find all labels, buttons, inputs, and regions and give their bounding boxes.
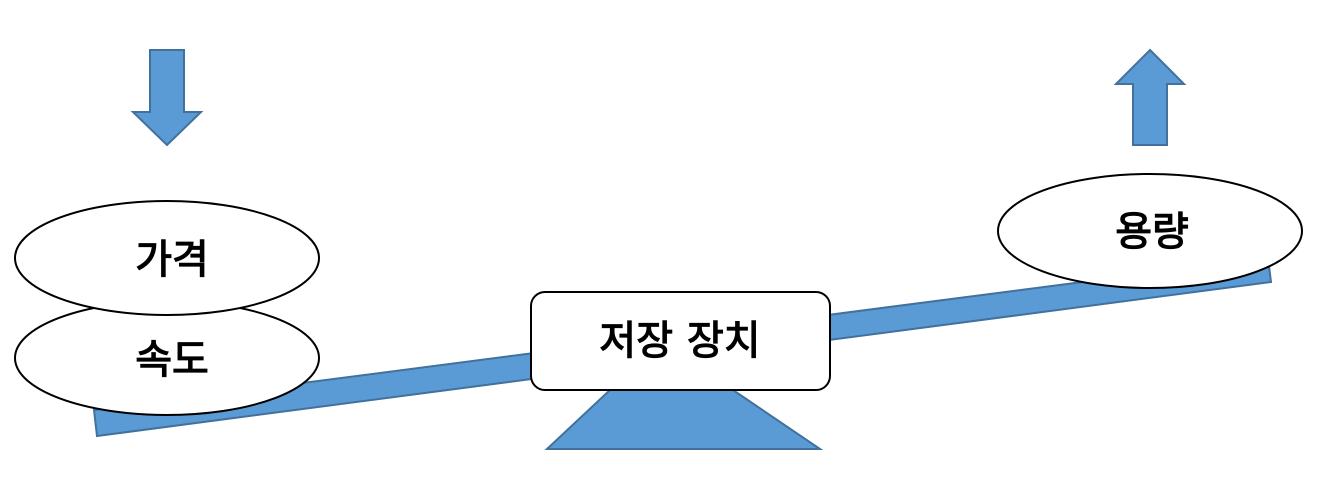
price-oval: [14, 200, 320, 316]
up-arrow-icon: [1113, 48, 1187, 146]
speed-label: 속도: [135, 337, 209, 383]
down-arrow-icon: [130, 49, 204, 147]
price-label: 가격: [135, 237, 209, 283]
capacity-label: 용량: [1115, 209, 1189, 255]
storage-device-label: 저장 장치: [599, 318, 760, 364]
capacity-oval: [997, 173, 1303, 289]
storage-device-box: [530, 291, 831, 391]
fulcrum-triangle: [544, 389, 824, 450]
